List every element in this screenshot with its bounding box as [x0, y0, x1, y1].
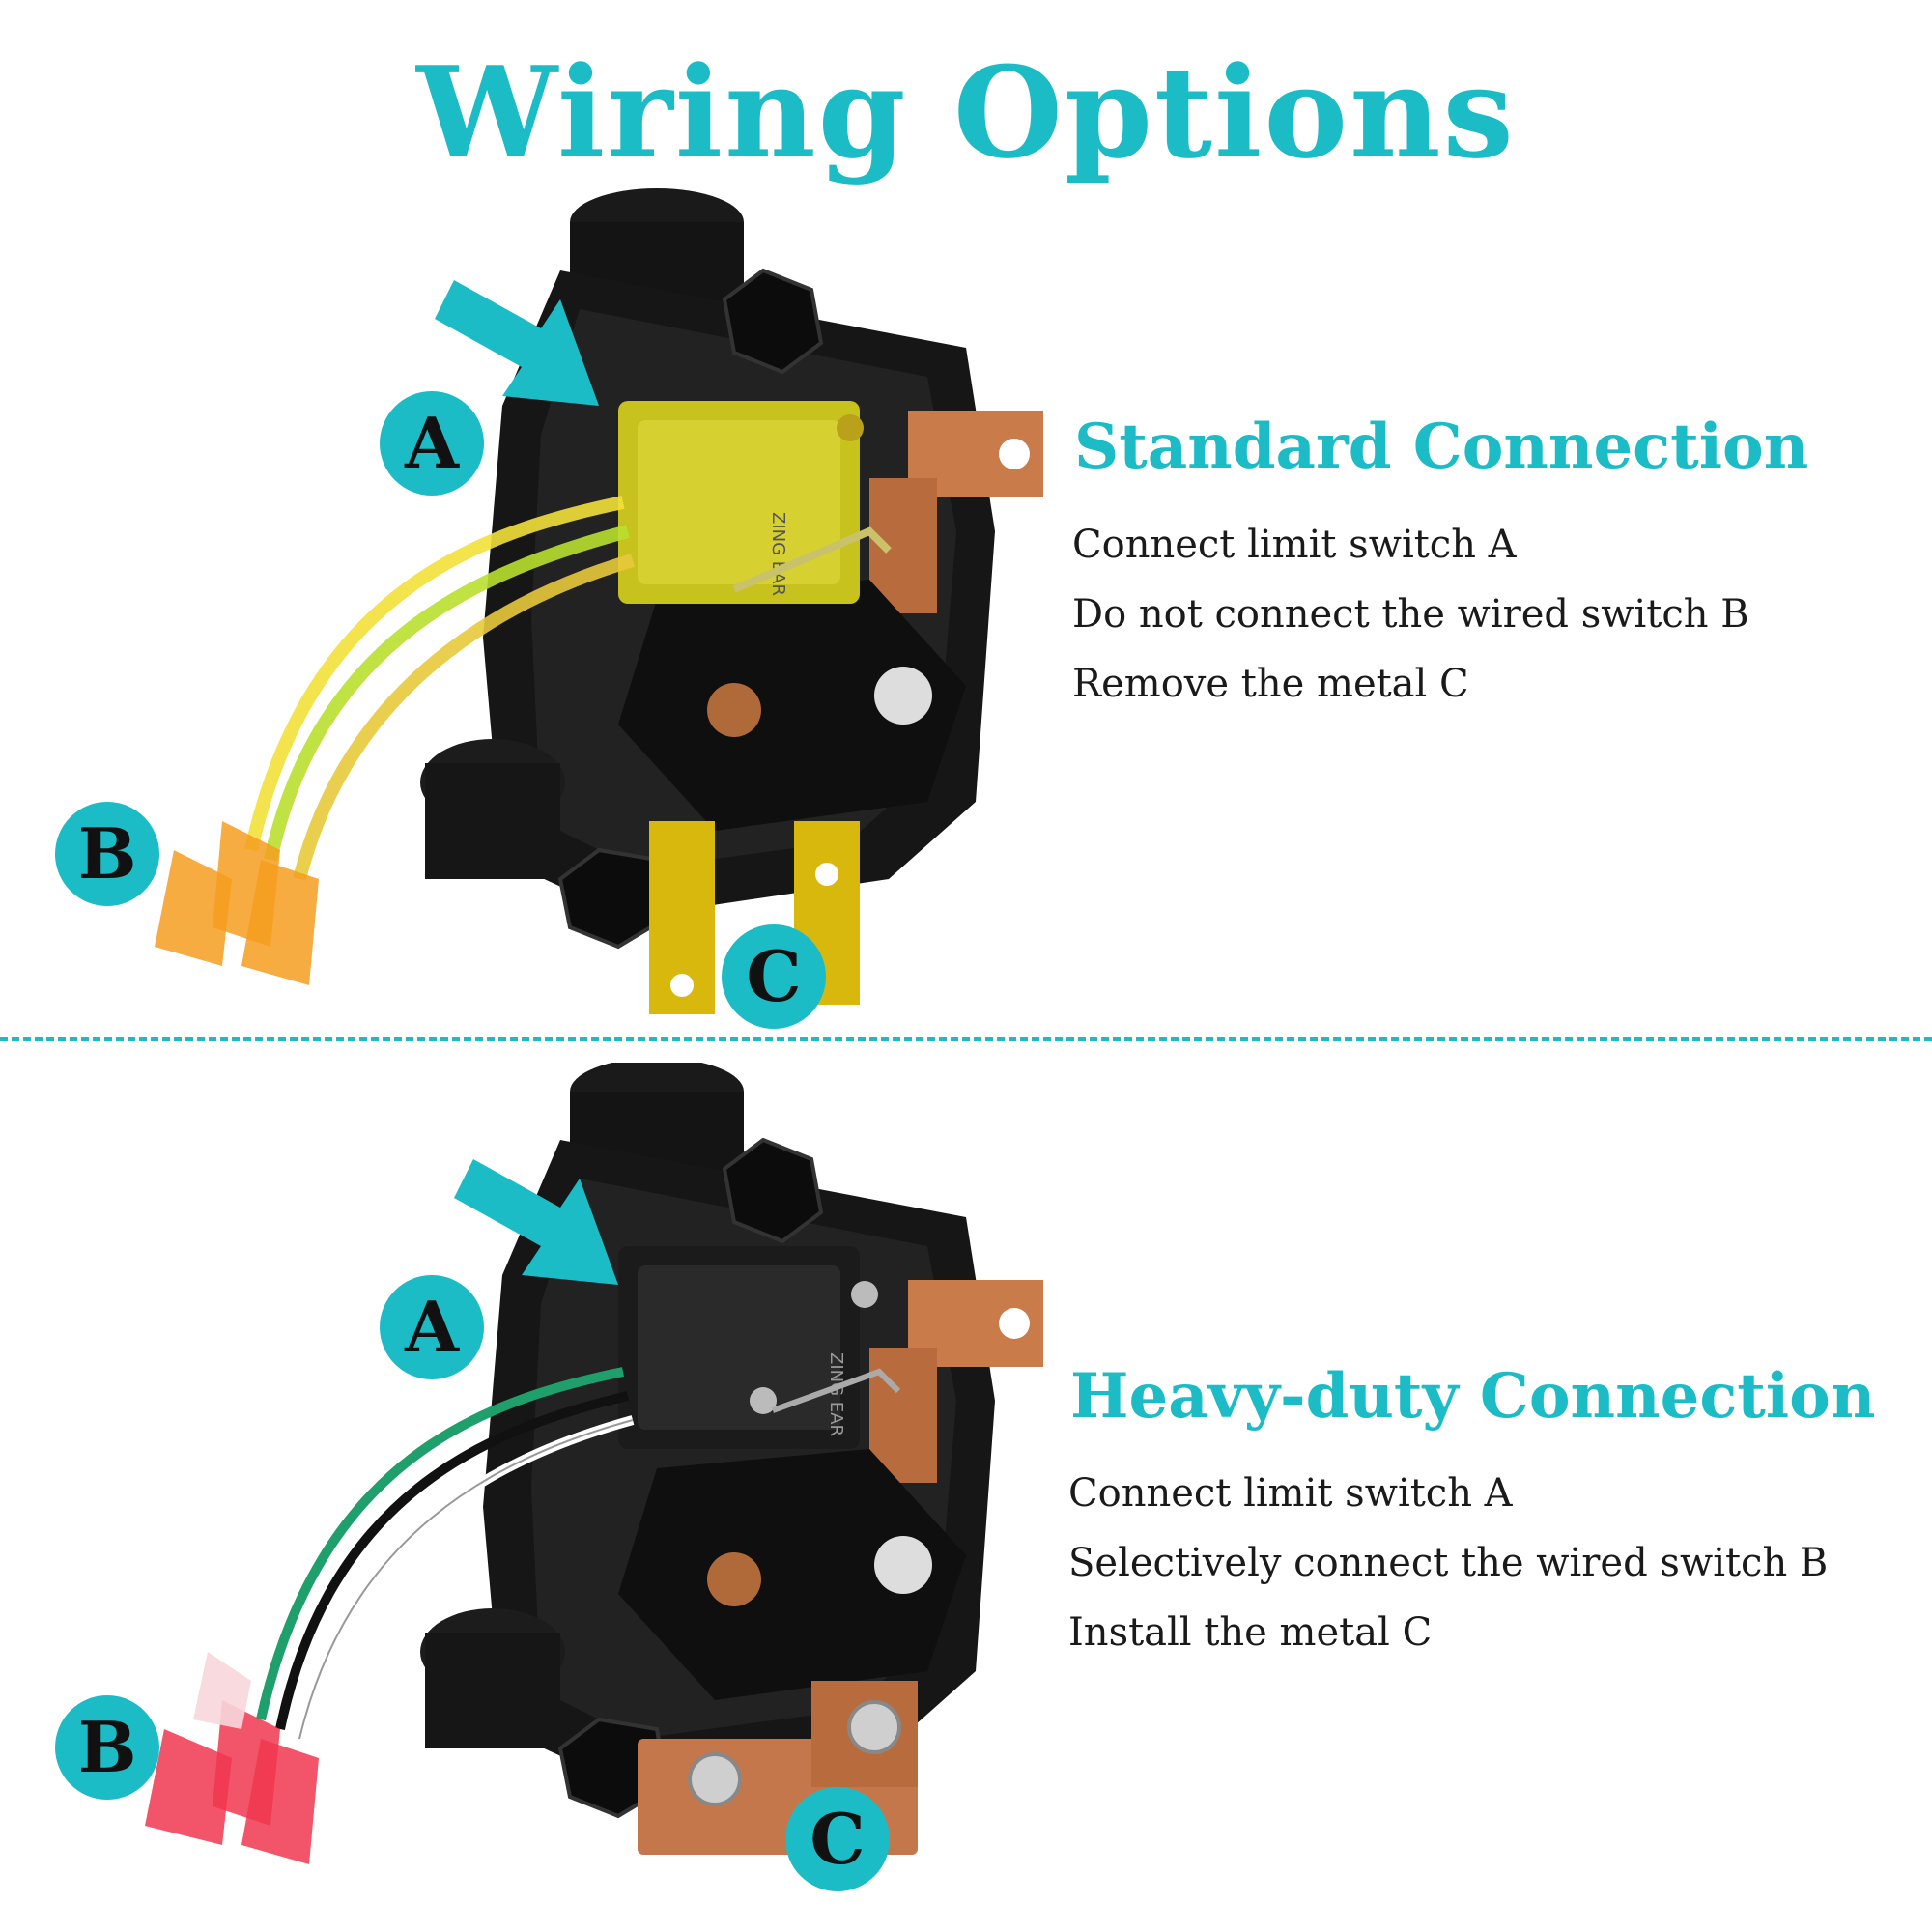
solenoid-graphic: ZING EAR — [145, 1058, 1043, 1864]
heavy-duty-solenoid-illustration: ZING EAR — [0, 1058, 1082, 1893]
badge-a-standard: A — [380, 391, 484, 496]
solenoid-graphic: ZING EAR — [155, 188, 1043, 1072]
standard-step-3: Remove the metal C — [1072, 662, 1469, 706]
switch-brand-text: ZING EAR — [768, 512, 788, 596]
heavy-duty-step-1: Connect limit switch A — [1068, 1471, 1513, 1516]
section-divider — [0, 1037, 1932, 1041]
standard-connection-heading: Standard Connection — [1074, 411, 1809, 483]
heavy-duty-step-3: Install the metal C — [1068, 1610, 1433, 1655]
standard-connection-steps: Connect limit switch A Do not connect th… — [1072, 510, 1749, 719]
heavy-duty-step-2: Selectively connect the wired switch B — [1068, 1541, 1829, 1585]
pointer-arrow-icon — [454, 1159, 618, 1285]
badge-c-standard: C — [722, 924, 826, 1029]
heavy-duty-connection-steps: Connect limit switch A Selectively conne… — [1068, 1459, 1828, 1667]
standard-step-1: Connect limit switch A — [1072, 523, 1517, 567]
badge-c-heavy-duty: C — [785, 1787, 890, 1891]
page-title: Wiring Options — [416, 39, 1516, 186]
badge-b-heavy-duty: B — [55, 1695, 159, 1800]
standard-solenoid-illustration: ZING EAR — [0, 184, 1082, 1072]
heavy-duty-connection-heading: Heavy-duty Connection — [1070, 1360, 1876, 1433]
switch-brand-text: ZING EAR — [826, 1352, 846, 1436]
standard-step-2: Do not connect the wired switch B — [1072, 592, 1749, 637]
badge-a-heavy-duty: A — [380, 1275, 484, 1379]
pointer-arrow-icon — [435, 280, 599, 406]
badge-b-standard: B — [55, 802, 159, 906]
